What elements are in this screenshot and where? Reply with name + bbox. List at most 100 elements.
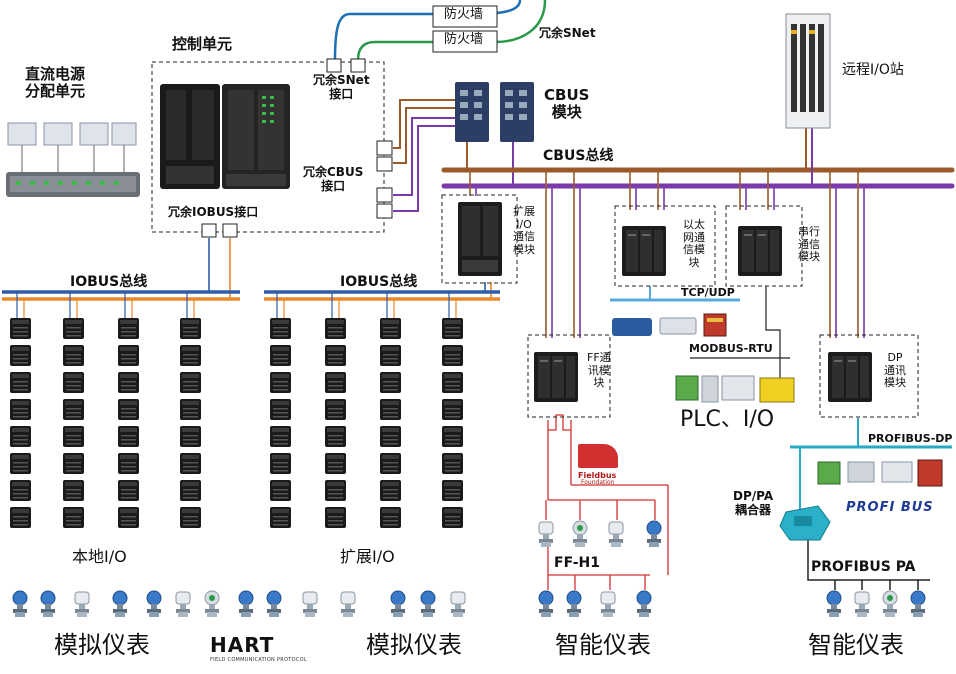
io-module-icon [63, 318, 84, 339]
io-module-icon [63, 480, 84, 501]
redundant-snet-right-label: 冗余SNet [539, 26, 596, 40]
io-module-icon [10, 345, 31, 366]
io-module-icon [442, 399, 463, 420]
exp-io-comm-label: 扩展 I/O 通信 模块 [513, 205, 535, 256]
cbus-module-label: CBUS 模块 [544, 86, 590, 122]
io-module-icon [325, 372, 346, 393]
io-module-icon [325, 426, 346, 447]
io-module-icon [63, 399, 84, 420]
ethernet-switch-icon [455, 82, 534, 142]
io-module-icon [380, 345, 401, 366]
local-io-label: 本地I/O [72, 547, 127, 566]
io-module-icon [270, 426, 291, 447]
io-module-icon [118, 372, 139, 393]
iobus-right-label: IOBUS总线 [340, 274, 418, 290]
transmitter-icon [608, 521, 624, 548]
transmitter-icon [40, 590, 56, 618]
io-module-icon [118, 318, 139, 339]
io-module-icon [180, 318, 201, 339]
profibus-logo: PROFI BUS [846, 500, 934, 515]
io-module-icon [442, 426, 463, 447]
transmitter-icon [74, 591, 90, 618]
io-module-icon [180, 372, 201, 393]
io-module-icon [325, 318, 346, 339]
io-module-icon [10, 507, 31, 528]
analog-instruments-mid-label: 模拟仪表 [366, 631, 462, 659]
io-module-icon [10, 426, 31, 447]
ethernet-comm-label: 以太 网通 信模 块 [683, 218, 705, 269]
io-module-icon [442, 453, 463, 474]
io-module-icon [270, 453, 291, 474]
firewall-boxes [432, 5, 498, 53]
transmitter-icon [146, 590, 162, 618]
io-module-icon [180, 399, 201, 420]
transmitter-icon [238, 590, 254, 618]
transmitter-icon [572, 520, 588, 548]
io-module-icon [325, 453, 346, 474]
expansion-io-label: 扩展I/O [340, 547, 395, 566]
plc-io-label: PLC、I/O [680, 407, 775, 432]
io-module-icon [118, 426, 139, 447]
io-module-icon [380, 399, 401, 420]
transmitter-icon [646, 520, 662, 548]
io-module-icon [63, 345, 84, 366]
io-module-icon [270, 345, 291, 366]
transmitter-icon [266, 590, 282, 618]
redundant-cbus-label: 冗余CBUS 接口 [303, 165, 364, 193]
dp-comm-label: DP 通讯 模块 [884, 351, 906, 390]
serial-module-box [725, 205, 803, 287]
transmitter-icon [910, 590, 926, 618]
io-module-icon [442, 507, 463, 528]
io-module-icon [10, 399, 31, 420]
io-module-icon [270, 318, 291, 339]
transmitter-icon [538, 521, 554, 548]
analog-instruments-left-label: 模拟仪表 [54, 631, 150, 659]
redundant-iobus-label: 冗余IOBUS接口 [168, 205, 259, 219]
ff-module-box [527, 334, 611, 418]
transmitter-icon [340, 591, 356, 618]
io-module-icon [118, 345, 139, 366]
exp-io-comm-module-device [458, 202, 502, 276]
cabinet-icon [785, 13, 831, 129]
io-module-icon [270, 507, 291, 528]
iobus-left-label: IOBUS总线 [70, 274, 148, 290]
modbus-rtu-label: MODBUS-RTU [689, 342, 773, 355]
cbus-bus-label: CBUS总线 [543, 148, 614, 164]
io-module-icon [270, 399, 291, 420]
io-module-icon [325, 345, 346, 366]
io-module-icon [325, 507, 346, 528]
cbus-interface-lines [393, 99, 455, 212]
io-module-icon [270, 480, 291, 501]
serial-comm-label: 串行 通信 模块 [798, 225, 820, 264]
transmitter-icon [112, 590, 128, 618]
redundant-snet-label: 冗余SNet 接口 [313, 73, 370, 101]
io-module-icon [10, 372, 31, 393]
tcp-udp-label: TCP/UDP [681, 286, 735, 299]
io-module-icon [63, 372, 84, 393]
io-module-icon [180, 345, 201, 366]
ff-h1-label: FF-H1 [554, 555, 600, 571]
profibus-dp-label: PROFIBUS-DP [868, 432, 953, 445]
io-module-icon [63, 426, 84, 447]
io-module-icon [380, 507, 401, 528]
io-module-icon [442, 318, 463, 339]
dc-power-label: 直流电源 分配单元 [25, 65, 86, 101]
controller-hardware [160, 84, 290, 189]
io-module-icon [380, 372, 401, 393]
io-module-icon [180, 453, 201, 474]
io-module-icon [118, 480, 139, 501]
hart-logo-sub: FIELD COMMUNICATION PROTOCOL [210, 657, 308, 663]
io-module-icon [118, 507, 139, 528]
transmitter-icon [204, 590, 220, 618]
io-module-icon [380, 426, 401, 447]
io-module-icon [180, 507, 201, 528]
transmitter-icon [600, 591, 616, 618]
io-module-icon [10, 480, 31, 501]
dc-power-supplies [6, 122, 140, 197]
io-module-icon [118, 453, 139, 474]
io-module-icon [63, 507, 84, 528]
ethernet-module-box [614, 205, 716, 287]
dp-module-box [819, 334, 919, 418]
transmitter-icon [566, 590, 582, 618]
